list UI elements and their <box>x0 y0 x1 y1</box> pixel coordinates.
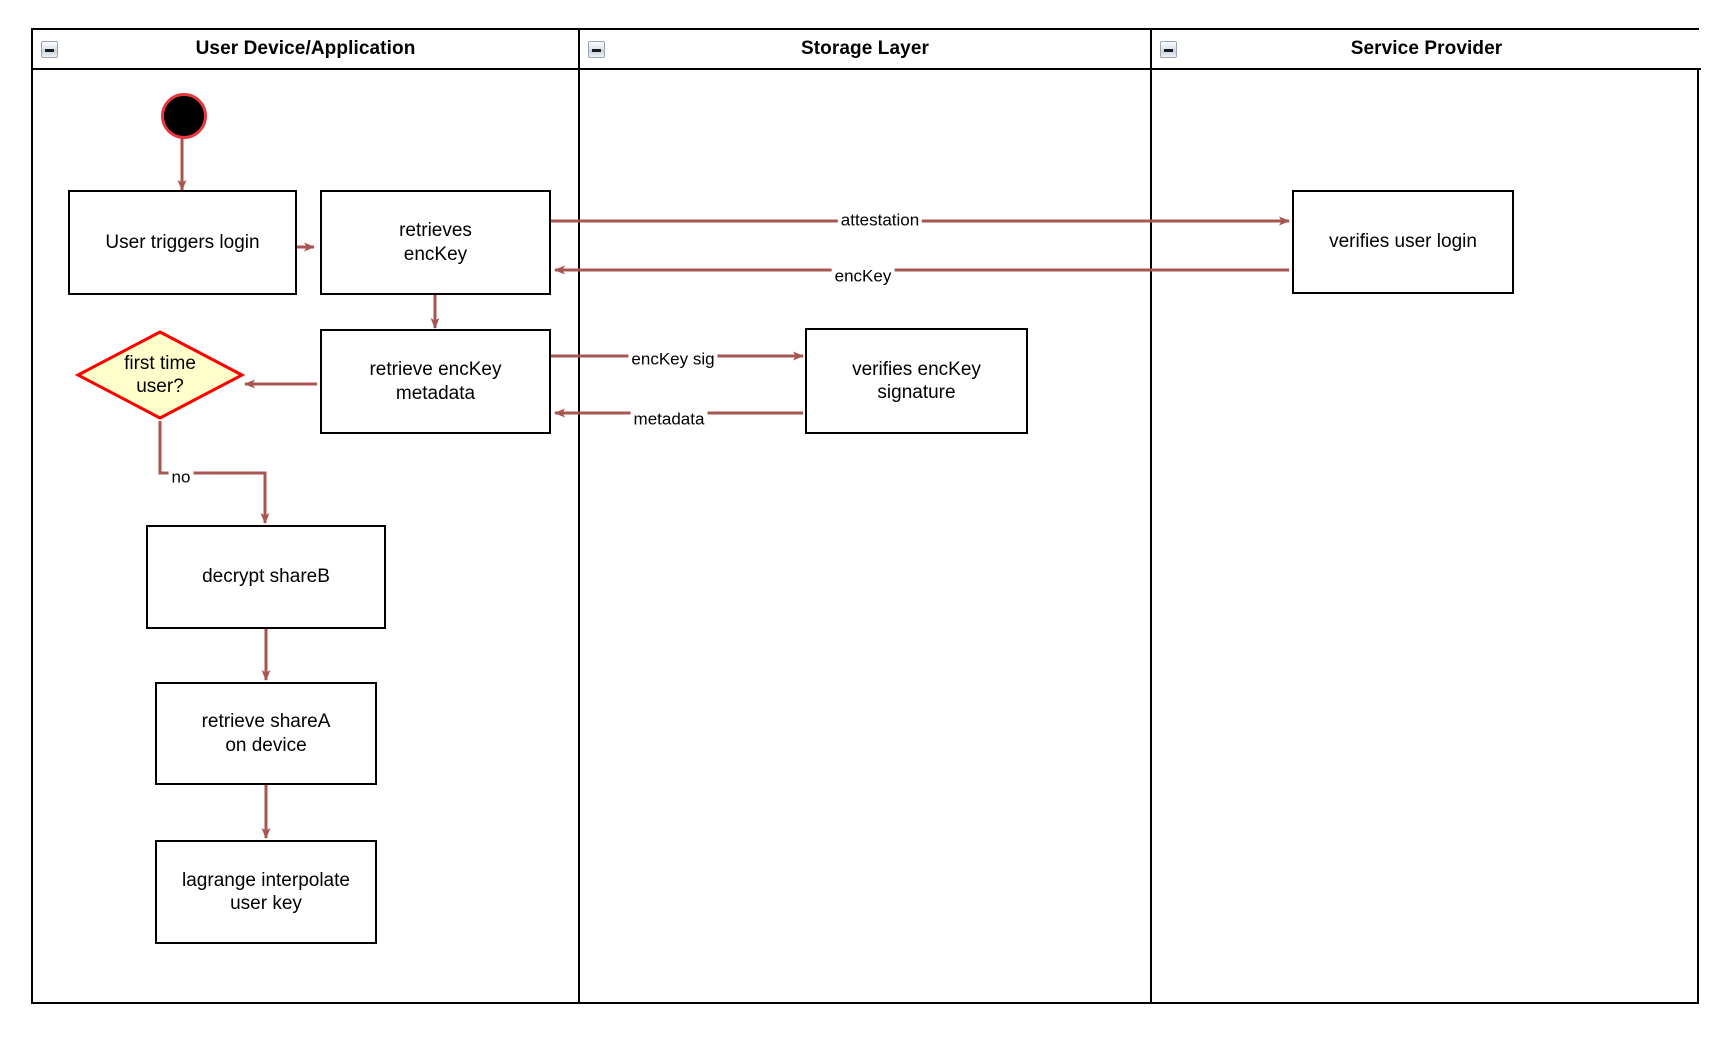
decision-diamond-shape <box>75 330 245 420</box>
node-decrypt-shareb[interactable]: decrypt shareB <box>146 525 386 629</box>
node-user-triggers-login[interactable]: User triggers login <box>68 190 297 295</box>
lane-user-device[interactable]: User Device/Application <box>33 30 578 1002</box>
collapse-minus-icon[interactable] <box>1160 41 1177 58</box>
start-node[interactable] <box>161 93 207 139</box>
node-label-first-time-user: first time user? <box>124 352 196 397</box>
edge-label-enckey-sig: encKey sig <box>628 350 718 370</box>
lane-title-storage-layer: Storage Layer <box>800 38 930 59</box>
node-retrieve-sharea-on-device[interactable]: retrieve shareA on device <box>155 682 377 785</box>
edge-label-metadata: metadata <box>630 410 708 430</box>
lane-service-provider[interactable]: Service Provider <box>1150 30 1701 1002</box>
node-retrieve-enckey-metadata[interactable]: retrieve encKey metadata <box>320 329 551 434</box>
lane-header-storage-layer: Storage Layer <box>580 30 1150 70</box>
lane-title-service-provider: Service Provider <box>1350 38 1503 59</box>
collapse-minus-icon[interactable] <box>588 41 605 58</box>
node-verifies-enckey-signature[interactable]: verifies encKey signature <box>805 328 1028 434</box>
node-retrieves-enckey[interactable]: retrieves encKey <box>320 190 551 295</box>
collapse-minus-icon[interactable] <box>41 41 58 58</box>
edge-label-attestation: attestation <box>837 211 923 231</box>
lane-storage-layer[interactable]: Storage Layer <box>578 30 1150 1002</box>
lane-title-user-device: User Device/Application <box>195 38 416 59</box>
node-lagrange-interpolate-user-key[interactable]: lagrange interpolate user key <box>155 840 377 944</box>
edge-label-enckey: encKey <box>831 267 895 287</box>
lane-header-service-provider: Service Provider <box>1152 30 1701 70</box>
node-verifies-user-login[interactable]: verifies user login <box>1292 190 1514 294</box>
edge-label-no: no <box>168 468 194 488</box>
lane-header-user-device: User Device/Application <box>33 30 578 70</box>
node-first-time-user[interactable]: first time user? <box>75 329 245 421</box>
